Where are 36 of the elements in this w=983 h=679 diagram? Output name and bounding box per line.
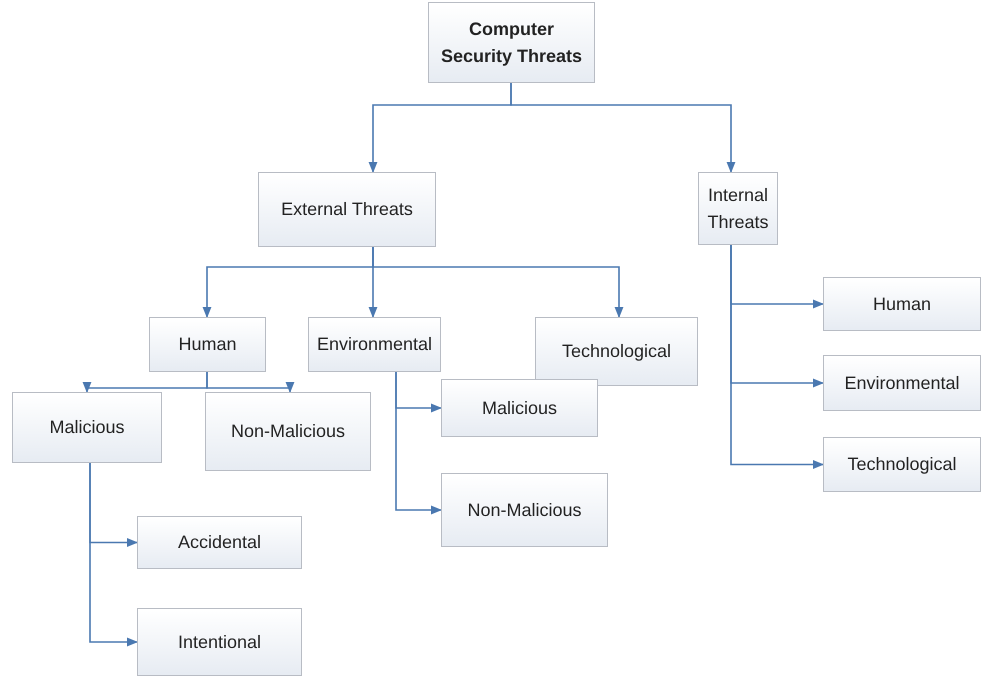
category-label: Non-Malicious bbox=[467, 498, 582, 522]
category-box bbox=[12, 392, 162, 463]
category-label: Intentional bbox=[178, 630, 262, 654]
connector-arrow bbox=[89, 463, 138, 646]
connector-arrow bbox=[206, 372, 294, 394]
category-label: External Threats bbox=[281, 198, 413, 222]
category-box bbox=[137, 608, 302, 676]
category-label: Non-Malicious bbox=[230, 420, 346, 444]
connector-arrow bbox=[510, 83, 736, 174]
category-box bbox=[441, 473, 608, 547]
category-box bbox=[698, 172, 778, 245]
category-label: Technological bbox=[847, 453, 957, 476]
category-box bbox=[149, 317, 266, 372]
connector-arrow bbox=[372, 247, 624, 318]
connector-arrow bbox=[395, 372, 442, 514]
category-box bbox=[823, 355, 981, 411]
category-box bbox=[205, 392, 371, 471]
category-label: Technological bbox=[562, 340, 672, 364]
category-label: Environmental bbox=[316, 333, 432, 356]
category-label: Malicious bbox=[49, 416, 125, 440]
category-label: Internal Threats bbox=[706, 184, 770, 234]
category-box bbox=[258, 172, 436, 247]
connector-arrow bbox=[730, 245, 824, 469]
category-box bbox=[441, 379, 598, 437]
category-box bbox=[823, 437, 981, 492]
category-box bbox=[428, 2, 595, 83]
category-label: Computer Security Threats bbox=[440, 18, 584, 68]
category-label: Environmental bbox=[844, 372, 960, 395]
category-box bbox=[823, 277, 981, 331]
category-box bbox=[308, 317, 441, 372]
category-label: Human bbox=[872, 292, 932, 316]
category-label: Accidental bbox=[178, 531, 262, 554]
category-label: Human bbox=[178, 333, 237, 356]
category-box bbox=[137, 516, 302, 569]
category-box bbox=[535, 317, 698, 386]
category-label: Malicious bbox=[482, 396, 558, 420]
